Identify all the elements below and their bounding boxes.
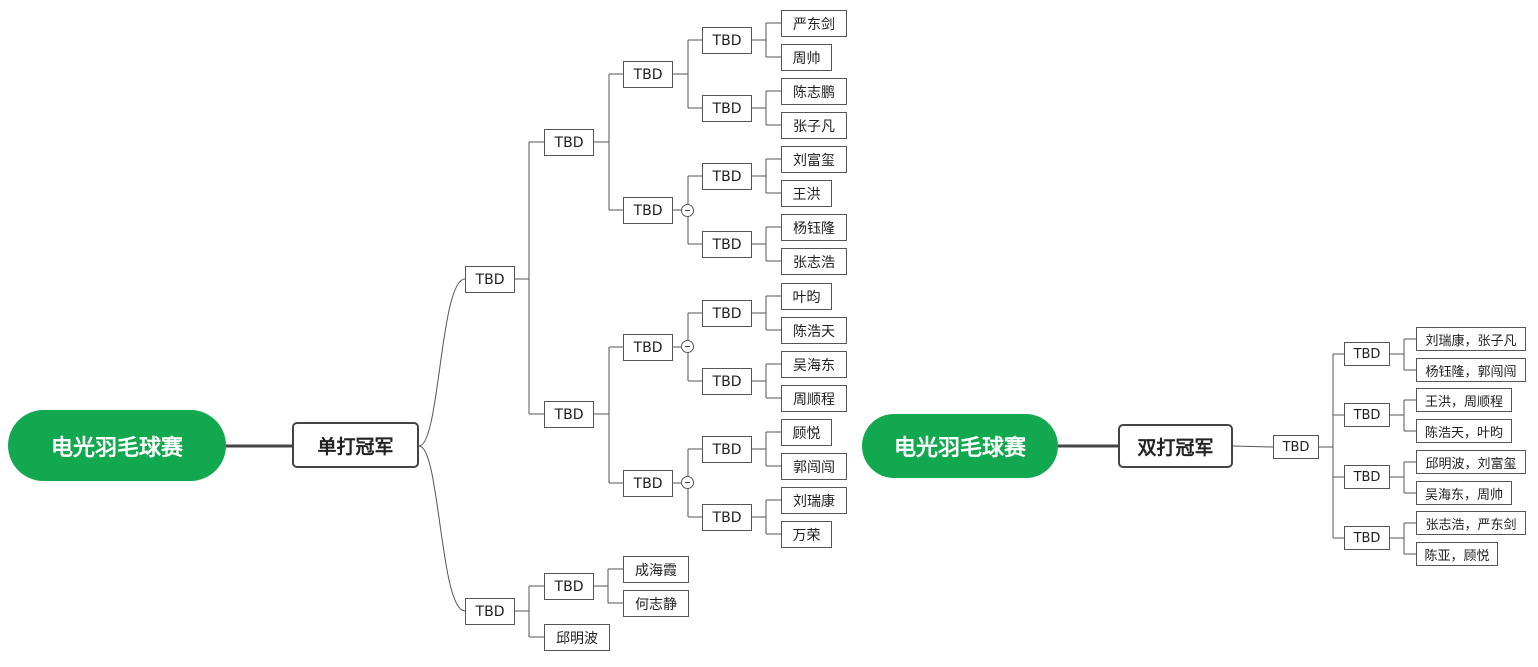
player-node-chen-zhipeng[interactable]: 陈志鹏	[781, 78, 847, 105]
pair-node-1[interactable]: 刘瑞康，张子凡	[1416, 327, 1526, 351]
player-node-liu-ruikang[interactable]: 刘瑞康	[781, 487, 847, 514]
tbd-singles-r16-3[interactable]: TBD	[623, 334, 673, 361]
tbd-singles-lower-half[interactable]: TBD	[465, 598, 515, 625]
tbd-singles-r32-1[interactable]: TBD	[702, 27, 752, 54]
tbd-singles-r32-6[interactable]: TBD	[702, 368, 752, 395]
player-node-wan-rong[interactable]: 万荣	[781, 521, 832, 548]
player-node-zhou-shuai[interactable]: 周帅	[781, 44, 832, 71]
tbd-doubles-quarter-2[interactable]: TBD	[1344, 403, 1390, 427]
tbd-singles-quarter-1[interactable]: TBD	[544, 129, 594, 156]
collapse-toggle-icon[interactable]	[681, 476, 694, 489]
pair-node-5[interactable]: 邱明波，刘富玺	[1416, 450, 1526, 474]
root-topic-left[interactable]: 电光羽毛球赛	[8, 410, 226, 481]
pair-node-4[interactable]: 陈浩天，叶昀	[1416, 419, 1512, 443]
pair-node-6[interactable]: 吴海东，周帅	[1416, 481, 1512, 505]
collapse-toggle-icon[interactable]	[681, 340, 694, 353]
player-node-yang-yulong[interactable]: 杨钰隆	[781, 214, 847, 241]
player-node-liu-fuxi[interactable]: 刘富玺	[781, 146, 847, 173]
pair-node-7[interactable]: 张志浩，严东剑	[1416, 511, 1526, 535]
pair-node-2[interactable]: 杨钰隆，郭闯闯	[1416, 358, 1526, 382]
tbd-doubles-quarter-4[interactable]: TBD	[1344, 526, 1390, 550]
tbd-singles-quarter-3[interactable]: TBD	[544, 573, 594, 600]
player-node-chen-haotian[interactable]: 陈浩天	[781, 317, 847, 344]
player-node-cheng-haixia[interactable]: 成海霞	[623, 556, 689, 583]
player-node-zhang-zifan[interactable]: 张子凡	[781, 112, 847, 139]
collapse-toggle-icon[interactable]	[681, 204, 694, 217]
tbd-singles-r32-2[interactable]: TBD	[702, 95, 752, 122]
tbd-singles-r32-3[interactable]: TBD	[702, 163, 752, 190]
main-topic-singles[interactable]: 单打冠军	[292, 422, 419, 468]
tbd-singles-r32-7[interactable]: TBD	[702, 436, 752, 463]
pair-node-8[interactable]: 陈亚，顾悦	[1416, 542, 1498, 566]
player-node-wang-hong[interactable]: 王洪	[781, 180, 832, 207]
pair-node-3[interactable]: 王洪，周顺程	[1416, 388, 1512, 412]
tbd-doubles-quarter-1[interactable]: TBD	[1344, 342, 1390, 366]
player-node-yan-dongjian[interactable]: 严东剑	[781, 10, 847, 37]
player-node-he-zhijing[interactable]: 何志静	[623, 590, 689, 617]
main-topic-doubles[interactable]: 双打冠军	[1118, 424, 1233, 468]
root-topic-right[interactable]: 电光羽毛球赛	[862, 414, 1058, 478]
tbd-singles-r16-2[interactable]: TBD	[623, 197, 673, 224]
tbd-doubles-semifinal[interactable]: TBD	[1273, 435, 1319, 459]
player-node-wu-haidong[interactable]: 吴海东	[781, 351, 847, 378]
player-node-ye-yun[interactable]: 叶昀	[781, 283, 832, 310]
tbd-singles-r16-1[interactable]: TBD	[623, 61, 673, 88]
tbd-singles-upper-half[interactable]: TBD	[465, 266, 515, 293]
player-node-zhang-zhihao[interactable]: 张志浩	[781, 248, 847, 275]
tbd-singles-r32-8[interactable]: TBD	[702, 504, 752, 531]
player-node-gu-yue[interactable]: 顾悦	[781, 419, 832, 446]
tbd-singles-quarter-2[interactable]: TBD	[544, 401, 594, 428]
tbd-singles-r32-4[interactable]: TBD	[702, 231, 752, 258]
tbd-singles-r32-5[interactable]: TBD	[702, 300, 752, 327]
tbd-doubles-quarter-3[interactable]: TBD	[1344, 465, 1390, 489]
player-node-guo-chuangchuang[interactable]: 郭闯闯	[781, 453, 847, 480]
player-node-qiu-mingbo[interactable]: 邱明波	[544, 624, 610, 651]
player-node-zhou-shuncheng[interactable]: 周顺程	[781, 385, 847, 412]
tbd-singles-r16-4[interactable]: TBD	[623, 470, 673, 497]
